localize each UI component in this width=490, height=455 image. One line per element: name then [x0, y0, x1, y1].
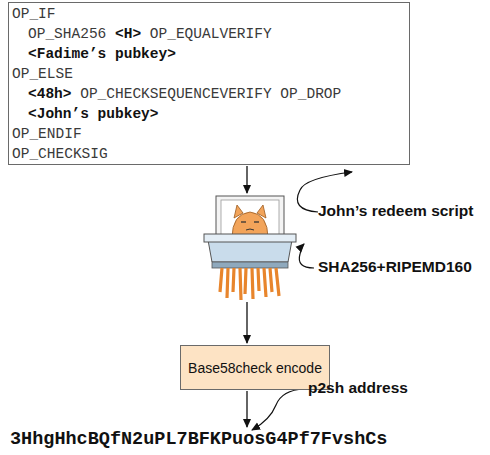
script-box: OP_IF OP_SHA256 <H> OP_EQUALVERIFY <Fadime’s… [8, 2, 410, 165]
callout-label: p2sh address [308, 379, 408, 397]
script-line: <Fadime’s pubkey> [28, 46, 176, 62]
script-line: <48h> OP_CHECKSEQUENCEVERIFY OP_DROP [28, 86, 341, 102]
flow-arrow [246, 391, 247, 427]
leader-line [252, 389, 304, 430]
script-line: OP_ENDIF [12, 126, 82, 142]
script-placeholder: <Fadime’s pubkey> [28, 46, 176, 62]
script-placeholder: <H> [115, 26, 141, 42]
script-opcode: OP_EQUALVERIFY [150, 26, 272, 42]
flow-arrow [246, 166, 247, 193]
p2sh-address: 3HhgHhcBQfN2uPL7BFKPuosG4Pf7FvshCs [10, 429, 387, 450]
script-opcode: OP_SHA256 [28, 26, 106, 42]
script-opcode: OP_ENDIF [12, 126, 82, 142]
script-line: OP_IF [12, 6, 56, 22]
script-line: <John’s pubkey> [28, 106, 159, 122]
process-box: Base58check encode [180, 345, 330, 390]
script-line: OP_SHA256 <H> OP_EQUALVERIFY [28, 26, 272, 42]
callout-label: John’s redeem script [318, 202, 473, 220]
script-opcode: OP_IF [12, 6, 56, 22]
script-placeholder: <48h> [28, 86, 72, 102]
shredder-illustration [204, 196, 296, 300]
leader-line [299, 244, 314, 268]
callout-label: SHA256+RIPEMD160 [318, 258, 472, 276]
script-opcode: OP_CHECKSEQUENCEVERIFY OP_DROP [80, 86, 341, 102]
box-text: Base58check encode [188, 360, 322, 376]
script-placeholder: <John’s pubkey> [28, 106, 159, 122]
script-opcode: OP_CHECKSIG [12, 146, 108, 162]
script-line: OP_ELSE [12, 66, 73, 82]
script-opcode: OP_ELSE [12, 66, 73, 82]
flow-arrow [246, 302, 247, 343]
script-line: OP_CHECKSIG [12, 146, 108, 162]
